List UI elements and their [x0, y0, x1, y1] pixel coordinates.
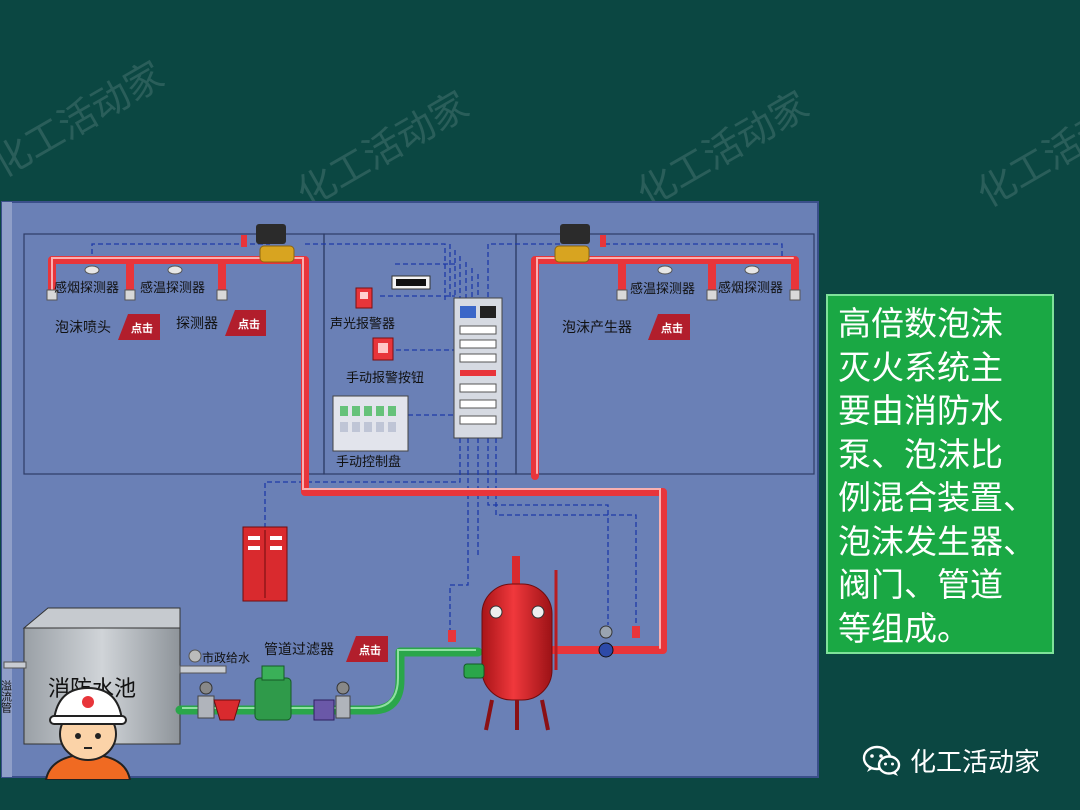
svg-text:点击: 点击 — [359, 643, 381, 657]
info-line: 高倍数泡沫 — [838, 304, 1003, 343]
brand-name: 化工活动家 — [910, 748, 1041, 778]
control-cabinet — [453, 297, 503, 439]
label-manual-control-panel: 手动控制盘 — [336, 454, 401, 470]
foam-nozzle-click-button[interactable]: 点击 — [118, 314, 160, 340]
valves-and-pump — [197, 665, 351, 721]
foam-nozzles — [46, 289, 801, 301]
info-line: 例混合装置、 — [838, 478, 1036, 517]
room-right — [515, 233, 815, 475]
foam-generator-right — [554, 224, 606, 263]
label-smoke-detector-right: 感烟探测器 — [718, 280, 783, 296]
label-detector: 探测器 — [176, 316, 218, 332]
sound-light-alarm — [355, 287, 373, 309]
label-overflow-pipe: 溢流管 — [0, 679, 13, 714]
info-line: 要由消防水 — [838, 391, 1003, 430]
svg-text:点击: 点击 — [238, 317, 260, 331]
foam-system-diagram: 感烟探测器 感温探测器 感温探测器 感烟探测器 泡沫喷头 点击 探测器 点击 泡… — [0, 201, 819, 778]
label-pipe-filter: 管道过滤器 — [264, 642, 334, 658]
manual-alarm-button-device — [372, 337, 394, 361]
svg-text:点击: 点击 — [131, 321, 153, 335]
info-line: 泡沫发生器、 — [838, 521, 1036, 561]
info-line: 等组成。 — [838, 608, 970, 648]
label-temp-detector-left: 感温探测器 — [140, 280, 205, 296]
foam-generator-left — [241, 224, 295, 263]
label-foam-generator: 泡沫产生器 — [562, 320, 632, 336]
brand-signature: 化工活动家 — [862, 742, 1040, 779]
manual-control-panel-device — [332, 395, 409, 452]
svg-text:点击: 点击 — [661, 321, 683, 335]
label-alarm: 声光报警器 — [330, 316, 395, 332]
detector-click-button[interactable]: 点击 — [225, 310, 266, 336]
info-line: 泵、泡沫比 — [838, 434, 1003, 474]
label-manual-alarm-button: 手动报警按钮 — [346, 370, 424, 386]
info-text-box: 高倍数泡沫 灭火系统主 要由消防水 泵、泡沫比 例混合装置、 泡沫发生器、 阀门… — [826, 294, 1054, 654]
water-pipes — [175, 647, 483, 715]
foam-generator-click-button[interactable]: 点击 — [648, 314, 690, 340]
label-city-water: 市政给水 — [202, 650, 250, 665]
wechat-icon — [862, 745, 901, 776]
firefighter-mascot — [44, 686, 132, 780]
label-temp-detector-right: 感温探测器 — [630, 281, 695, 297]
foam-proportioning-tank — [463, 556, 558, 731]
info-line: 阀门、管道 — [838, 565, 1003, 604]
pump-control-cabinet — [242, 526, 288, 602]
label-foam-nozzle: 泡沫喷头 — [55, 320, 111, 336]
signal-lines — [91, 243, 783, 632]
ceiling-detectors — [84, 265, 760, 275]
watermark: 化工活动家 — [629, 82, 817, 216]
watermark: 化工活动家 — [0, 52, 172, 186]
watermark: 化工活动家 — [969, 82, 1080, 216]
pipe-filter-click-button[interactable]: 点击 — [346, 636, 388, 662]
label-smoke-detector-left: 感烟探测器 — [54, 280, 119, 296]
watermark: 化工活动家 — [289, 82, 477, 216]
info-line: 灭火系统主 — [838, 347, 1003, 387]
